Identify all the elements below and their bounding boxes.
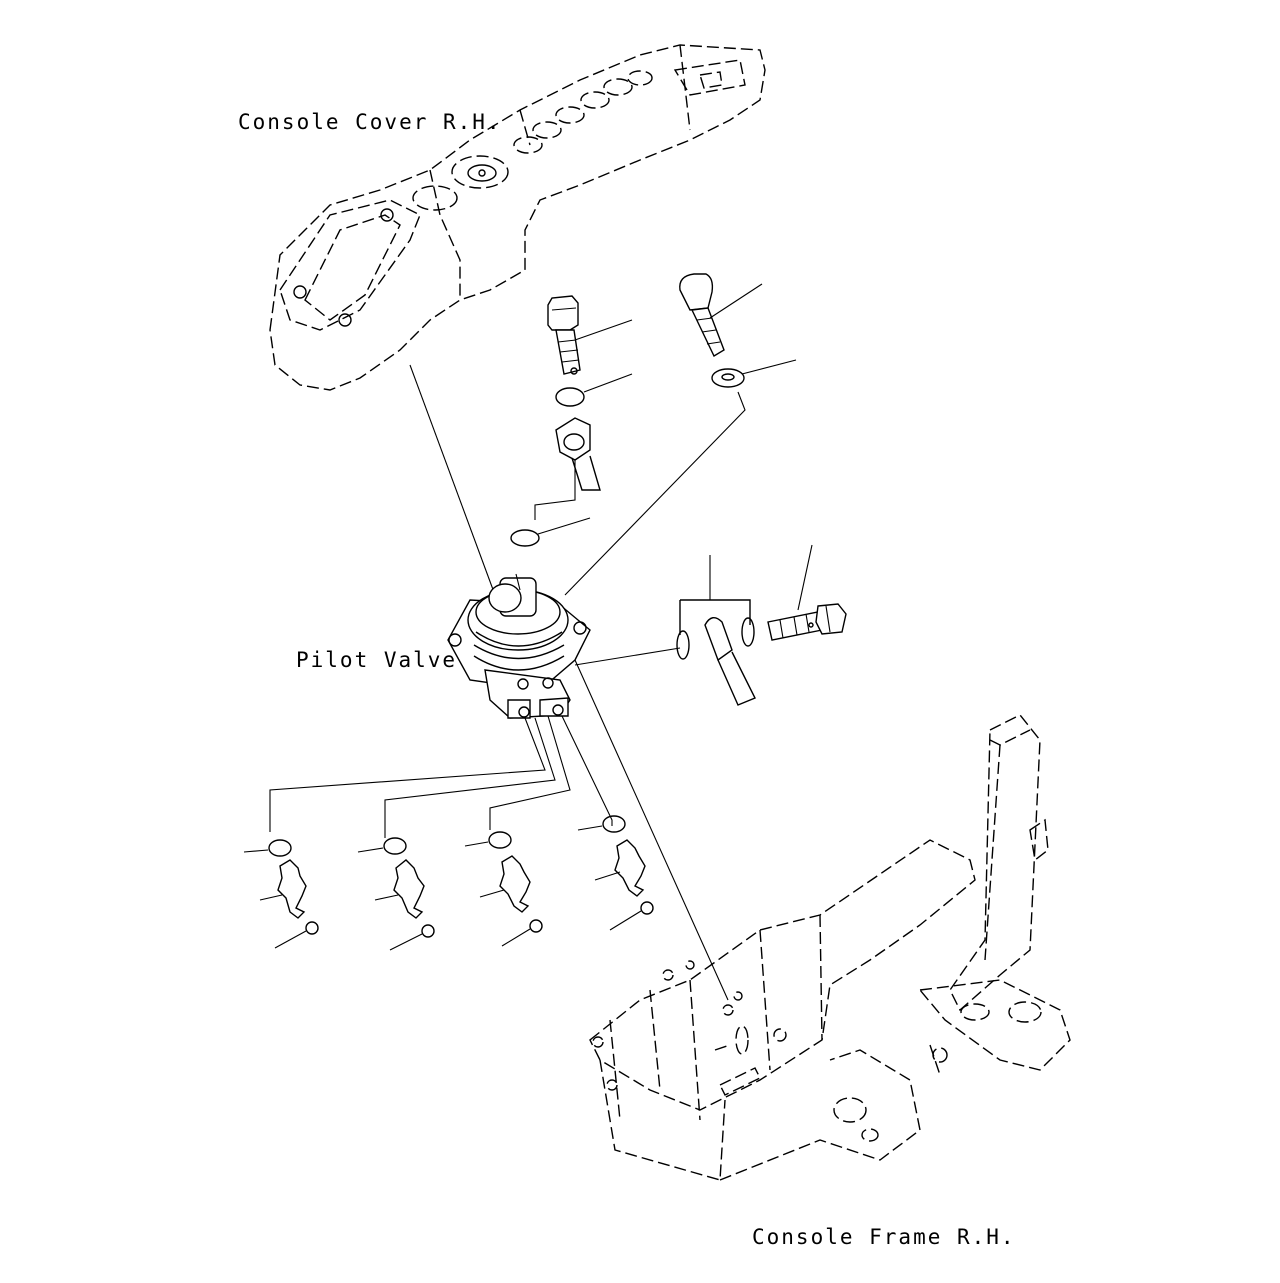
pilot-valve-label: Pilot Valve bbox=[296, 648, 458, 672]
bracket-drawing bbox=[676, 555, 756, 706]
side-bolt-drawing bbox=[767, 544, 847, 641]
fitting-drawing bbox=[555, 417, 601, 491]
pilot-valve-drawing bbox=[447, 573, 591, 719]
console-frame-label: Console Frame R.H. bbox=[752, 1225, 1016, 1249]
hex-bolt-drawing bbox=[547, 295, 633, 375]
hose-fitting-set bbox=[243, 815, 654, 951]
round-bolt-drawing bbox=[679, 273, 763, 357]
console-cover-label: Console Cover R.H. bbox=[238, 110, 502, 134]
console-frame-drawing bbox=[589, 714, 1071, 1181]
console-cover-drawing bbox=[269, 44, 766, 391]
